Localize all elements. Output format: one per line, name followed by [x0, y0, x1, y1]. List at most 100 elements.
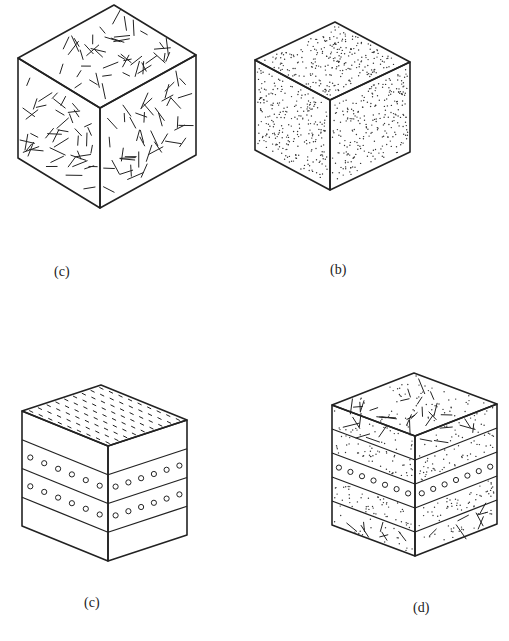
particle-dot: [473, 527, 474, 528]
particle-dot: [368, 91, 369, 92]
particle-dot: [272, 93, 273, 94]
particle-dot: [315, 139, 316, 140]
particle-dot: [282, 128, 283, 129]
particle-dot: [259, 99, 260, 100]
particle-dot: [354, 53, 355, 54]
fiber: [370, 408, 378, 411]
particle-dot: [391, 91, 392, 92]
particle-dot: [272, 105, 273, 106]
particle-dot: [476, 413, 477, 414]
particle-dot: [292, 86, 293, 87]
particle-dot: [380, 148, 381, 149]
particle-dot: [423, 472, 424, 473]
particle-dot: [271, 108, 272, 109]
dash-mark: [67, 419, 71, 421]
particle-dot: [311, 137, 312, 138]
dash-mark: [141, 430, 145, 432]
particle-dot: [403, 134, 404, 135]
dash-mark: [123, 436, 127, 438]
particle-dot: [347, 108, 348, 109]
dash-mark: [106, 442, 110, 444]
fiber-end-circle: [83, 478, 88, 483]
dash-mark: [149, 420, 153, 422]
particle-dot: [334, 410, 335, 411]
particle-dot: [450, 406, 451, 407]
fiber: [120, 170, 133, 174]
particle-dot: [349, 81, 350, 82]
particle-dot: [320, 132, 321, 133]
fiber: [164, 53, 165, 61]
particle-dot: [345, 452, 346, 453]
particle-dot: [424, 385, 425, 386]
particle-dot: [385, 84, 386, 85]
particle-dot: [454, 415, 455, 416]
particle-dot: [259, 140, 260, 141]
particle-dot: [379, 451, 380, 452]
particle-dot: [309, 165, 310, 166]
particle-dot: [338, 61, 339, 62]
particle-dot: [329, 74, 330, 75]
particle-dot: [416, 398, 417, 399]
fiber: [84, 124, 91, 127]
particle-dot: [383, 157, 384, 158]
particle-dot: [272, 89, 273, 90]
fiber: [86, 133, 87, 147]
particle-dot: [362, 106, 363, 107]
particle-dot: [375, 454, 376, 455]
dash-mark: [29, 411, 33, 413]
particle-dot: [418, 396, 419, 397]
particle-dot: [272, 61, 273, 62]
particle-dot: [420, 470, 421, 471]
particle-dot: [330, 45, 331, 46]
particle-dot: [414, 410, 415, 411]
particle-dot: [356, 67, 357, 68]
particle-dot: [374, 84, 375, 85]
particle-dot: [386, 132, 387, 133]
particle-dot: [391, 57, 392, 58]
particle-dot: [320, 132, 321, 133]
particle-dot: [370, 451, 371, 452]
particle-dot: [335, 113, 336, 114]
particle-dot: [412, 469, 413, 470]
fiber: [102, 75, 112, 76]
particle-dot: [353, 110, 354, 111]
particle-dot: [333, 85, 334, 86]
dash-mark: [130, 413, 134, 415]
particle-dot: [410, 464, 411, 465]
particle-dot: [489, 433, 490, 434]
particle-dot: [324, 125, 325, 126]
particle-dot: [262, 137, 263, 138]
particle-dot: [281, 86, 282, 87]
particle-dot: [331, 46, 332, 47]
particle-dot: [389, 78, 390, 79]
particle-dot: [450, 440, 451, 441]
particle-dot: [406, 472, 407, 473]
particle-dot: [277, 144, 278, 145]
particle-dot: [275, 138, 276, 139]
particle-dot: [308, 119, 309, 120]
particle-dot: [483, 402, 484, 403]
particle-dot: [323, 37, 324, 38]
particle-dot: [475, 419, 476, 420]
particle-dot: [258, 124, 259, 125]
layer-line: [108, 478, 187, 504]
particle-dot: [343, 174, 344, 175]
particle-dot: [347, 153, 348, 154]
particle-dot: [355, 154, 356, 155]
particle-dot: [358, 120, 359, 121]
cube-right-face: [100, 55, 196, 208]
particle-dot: [281, 153, 282, 154]
particle-dot: [310, 50, 311, 51]
particle-dot: [473, 506, 474, 507]
particle-dot: [490, 510, 491, 511]
particle-dot: [424, 536, 425, 537]
particle-dot: [434, 405, 435, 406]
particle-dot: [275, 144, 276, 145]
particle-dot: [396, 152, 397, 153]
fiber: [440, 427, 453, 428]
particle-dot: [409, 527, 410, 528]
particle-dot: [431, 409, 432, 410]
particle-dot: [367, 156, 368, 157]
fiber: [174, 125, 184, 130]
particle-dot: [399, 75, 400, 76]
